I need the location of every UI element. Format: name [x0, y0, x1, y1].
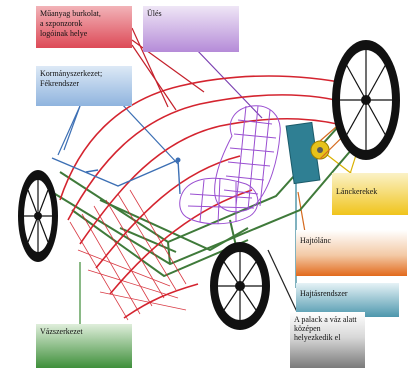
- label-bottle-text: A palack a váz alatt középen helyezkedik…: [294, 315, 357, 342]
- label-frame: Vázszerkezet: [36, 324, 132, 368]
- seat: [179, 105, 281, 225]
- bottle-leader-line: [267, 249, 299, 315]
- front-right-wheel: [210, 242, 270, 330]
- label-seat: Ülés: [143, 6, 239, 52]
- label-plastic-shell-text: Műanyag burkolat, a szponzorok logóinak …: [40, 9, 101, 38]
- label-bottle: A palack a váz alatt középen helyezkedik…: [290, 312, 365, 368]
- label-sprockets: Lánckerekek: [332, 173, 408, 215]
- chain-leader-line: [297, 191, 306, 233]
- steering-wires: [51, 157, 181, 195]
- label-drivetrain-text: Hajtásrendszer: [300, 289, 348, 298]
- label-steering-brakes-text: Kormányszerkezet; Fékrendszer: [40, 69, 103, 88]
- sprocket-hub-icon: [317, 147, 323, 153]
- red-shell: [59, 75, 361, 319]
- label-drive-chain-text: Hajtólánc: [300, 236, 332, 245]
- front-left-wheel: [18, 170, 58, 262]
- label-drivetrain: Hajtásrendszer: [296, 283, 399, 317]
- label-frame-text: Vázszerkezet: [40, 327, 83, 336]
- label-seat-text: Ülés: [147, 9, 162, 18]
- steering-wheel-icon: [175, 157, 181, 163]
- label-plastic-shell: Műanyag burkolat, a szponzorok logóinak …: [36, 6, 132, 48]
- seat-leader-line: [194, 47, 263, 119]
- steering-leader-lines: [57, 101, 179, 165]
- red-mesh-grid: [69, 189, 187, 321]
- label-sprockets-text: Lánckerekek: [336, 187, 378, 196]
- label-drive-chain: Hajtólánc: [296, 230, 407, 276]
- rear-wheel: [332, 40, 400, 160]
- label-steering-brakes: Kormányszerkezet; Fékrendszer: [36, 66, 132, 106]
